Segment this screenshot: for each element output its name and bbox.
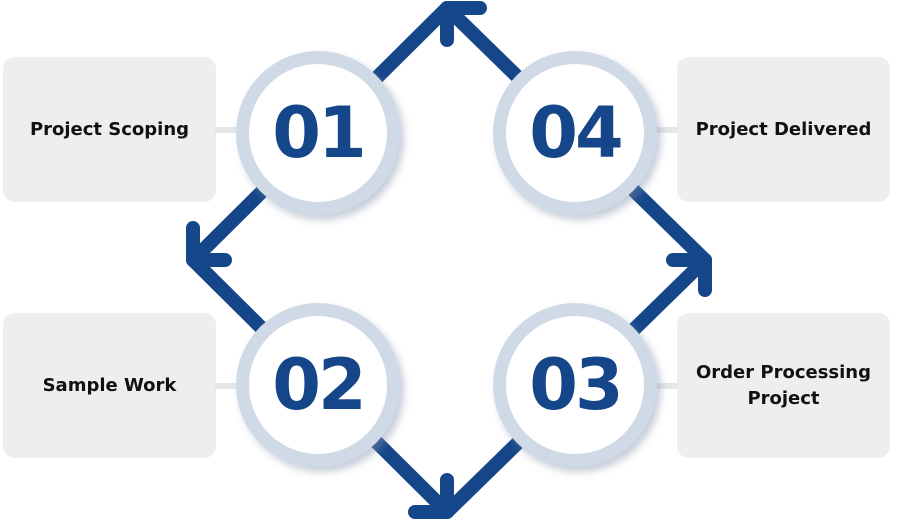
step-02-number: 02 <box>272 344 366 426</box>
step-03-number: 03 <box>529 344 623 426</box>
step-03-label: Order Processing Project <box>695 361 872 409</box>
step-01-box: Project Scoping <box>3 57 216 202</box>
step-04-label: Project Delivered <box>695 118 872 140</box>
step-02-label: Sample Work <box>42 374 177 396</box>
arrowhead-left-icon <box>186 221 232 267</box>
arrowhead-top-icon <box>440 1 487 47</box>
step-04-number: 04 <box>529 92 623 174</box>
step-04-box: Project Delivered <box>677 57 890 202</box>
arrowhead-bottom-icon <box>408 473 454 519</box>
step-03-box: Order Processing Project <box>677 313 890 458</box>
step-02-box: Sample Work <box>3 313 216 458</box>
arrowhead-right-icon <box>666 253 712 297</box>
circles <box>236 51 657 467</box>
step-01-label: Project Scoping <box>29 118 190 140</box>
step-01-number: 01 <box>272 92 366 174</box>
